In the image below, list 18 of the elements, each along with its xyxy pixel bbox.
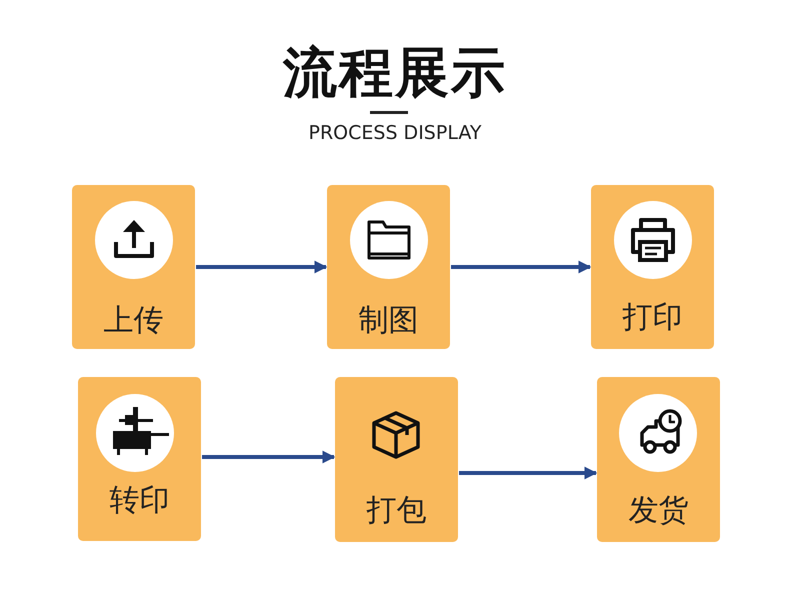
process-card [327,185,450,349]
arrow [459,466,598,480]
step-label: 打印 [622,300,684,336]
process-card [597,377,720,542]
process-card [335,377,458,542]
process-card [72,185,195,349]
process-card [78,377,201,541]
step-label: 转印 [108,483,170,519]
arrow [202,450,336,464]
step-label: 发货 [628,493,690,529]
subtitle: PROCESS DISPLAY [308,121,482,145]
step-label: 上传 [102,303,164,339]
process-card [591,185,714,349]
step-label: 打包 [366,493,428,529]
arrow [451,260,592,274]
step-label: 制图 [358,303,420,339]
title: 流程展示 [282,40,508,106]
arrow [196,260,328,274]
